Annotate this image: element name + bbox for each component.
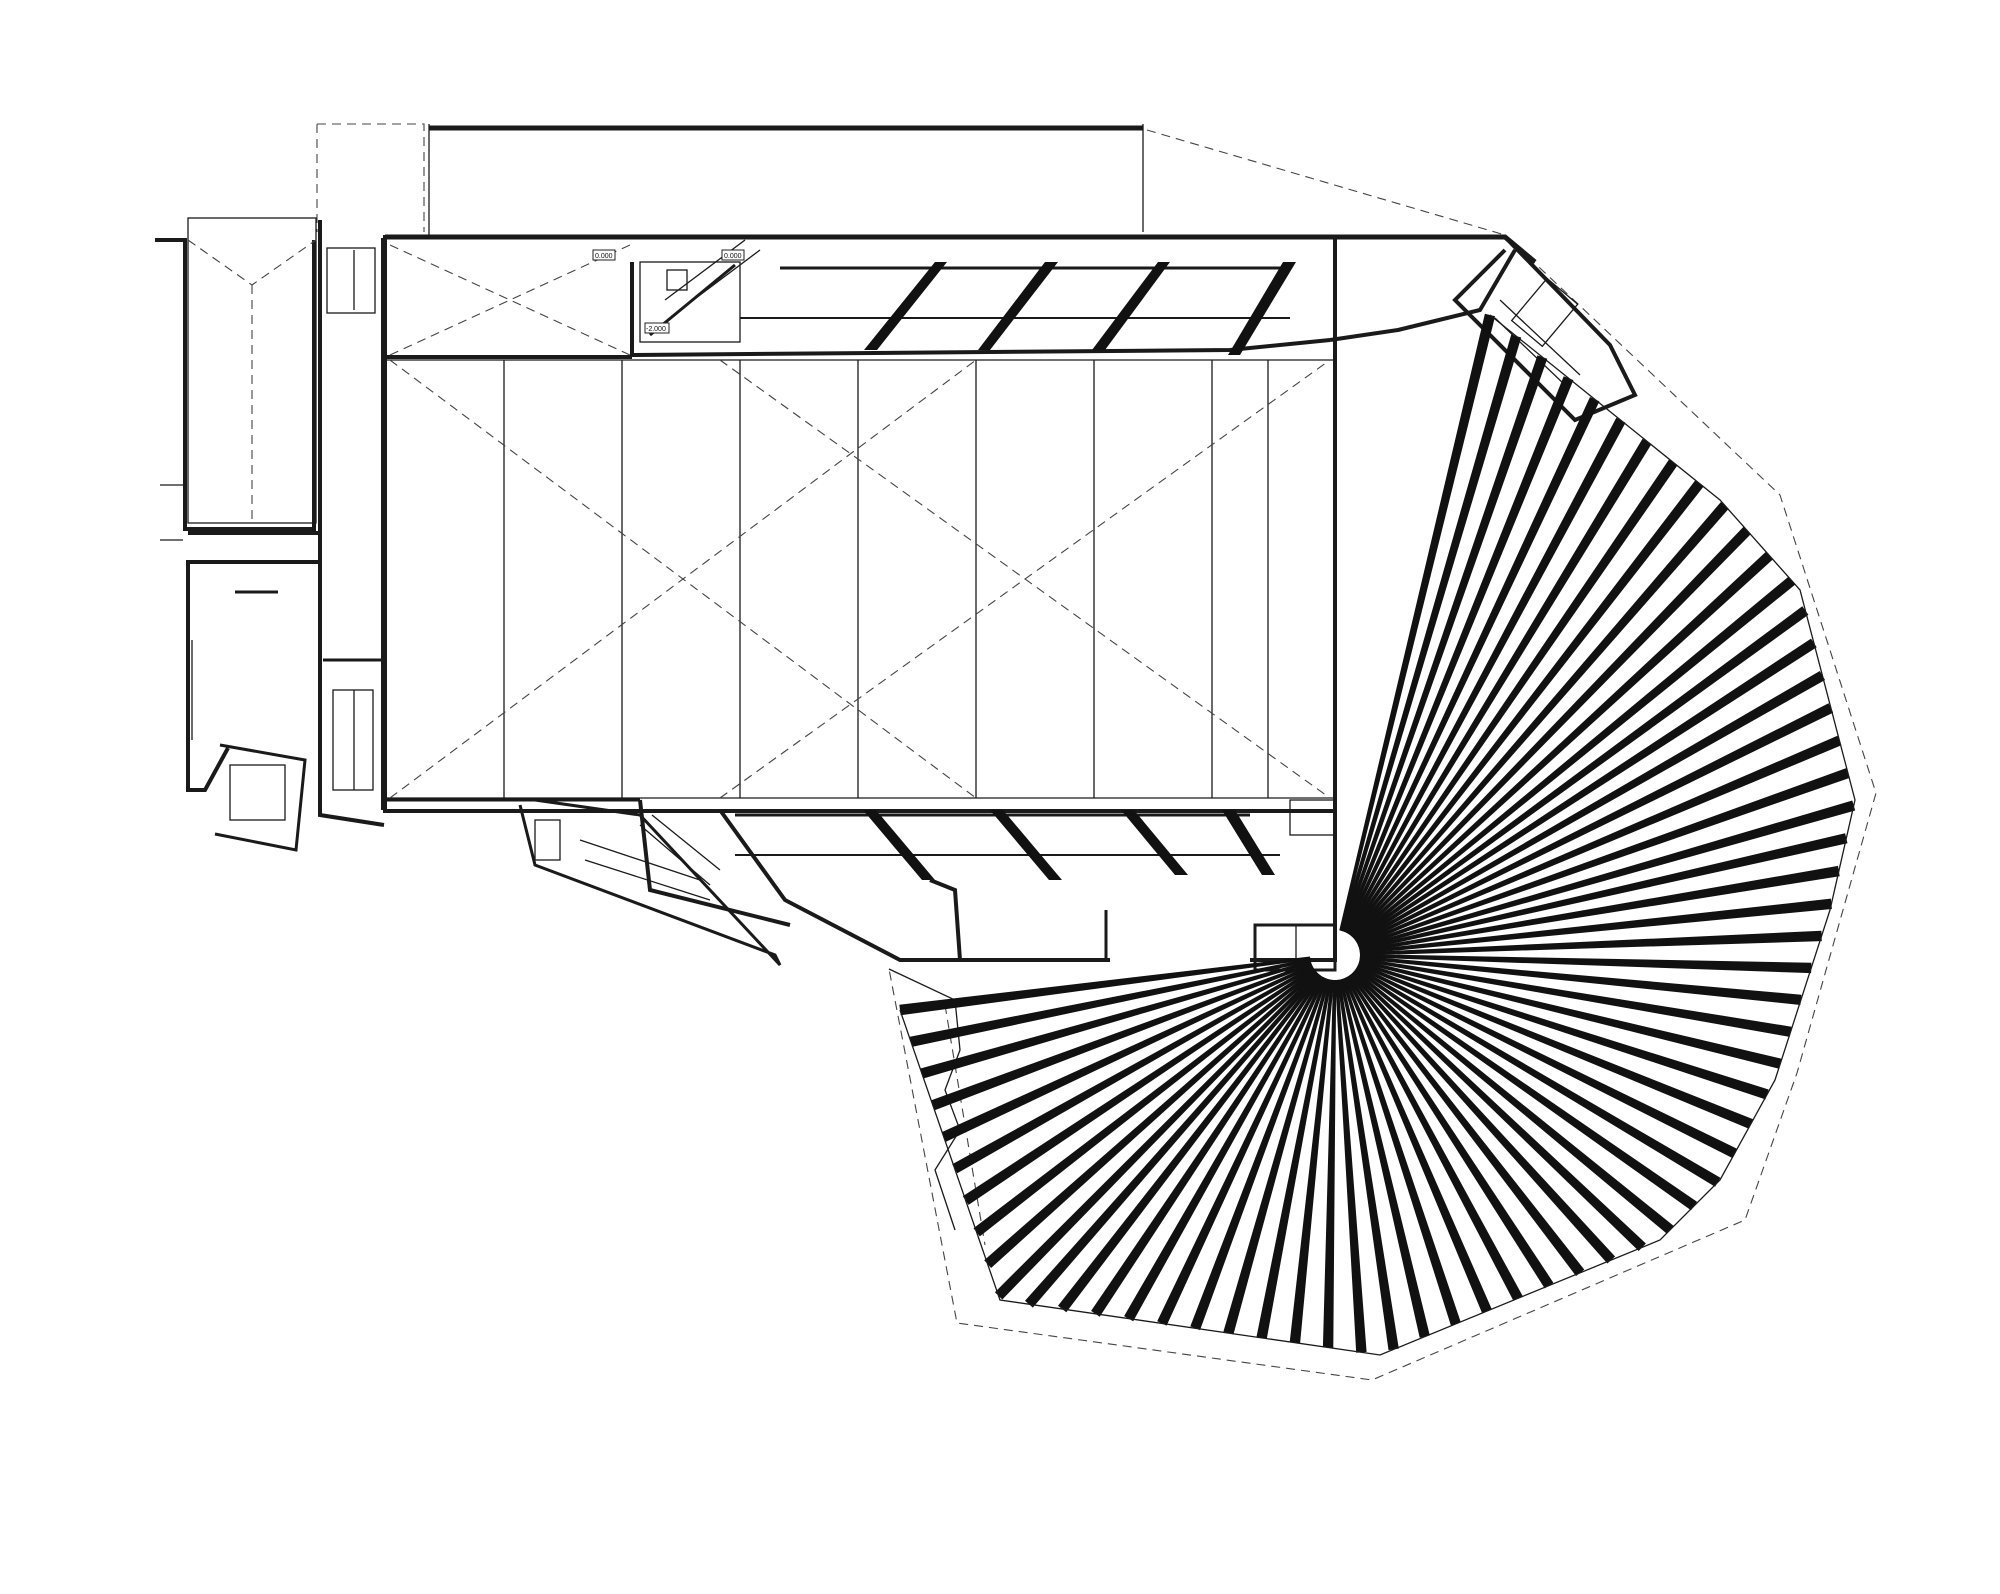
seating-fin xyxy=(973,969,1317,1237)
seating-fin xyxy=(1223,978,1330,1335)
level-labels: 0.000 0.000 -2.000 xyxy=(592,249,745,334)
seating-fin xyxy=(1351,526,1751,939)
seating-fin xyxy=(1355,966,1721,1187)
seating-fin xyxy=(1345,417,1626,934)
north-stair xyxy=(664,239,761,311)
seating-fin xyxy=(1358,768,1850,949)
seating-fin xyxy=(1289,979,1334,1344)
seating-fin xyxy=(1359,833,1848,951)
seating-fin xyxy=(1358,800,1856,950)
seating-fin xyxy=(1339,313,1496,932)
seating-fin xyxy=(1359,865,1840,953)
seating-fin xyxy=(1359,955,1802,1005)
north-service-band xyxy=(385,234,1537,358)
seating-fin xyxy=(962,967,1316,1205)
seating-fin xyxy=(899,956,1311,1016)
seating-fin xyxy=(1335,979,1367,1353)
seating-fin xyxy=(1356,703,1834,946)
seating-fin xyxy=(1359,954,1812,974)
seating-fin xyxy=(1342,376,1574,933)
seating-fin xyxy=(1355,671,1825,944)
level-label-b: 0.000 xyxy=(724,253,742,260)
seating-fin xyxy=(1124,976,1325,1322)
level-label-a: 0.000 xyxy=(595,253,613,260)
level-box-a xyxy=(592,249,616,261)
seating-fin xyxy=(1058,973,1321,1313)
seating-fin xyxy=(1339,979,1430,1338)
seating-fin xyxy=(1343,977,1492,1314)
west-circulation xyxy=(318,220,385,827)
seating-fin xyxy=(909,958,1311,1047)
seating-fin xyxy=(1346,438,1652,935)
seating-rim xyxy=(899,314,1856,1356)
seating-fin xyxy=(1341,355,1548,932)
seating-fin xyxy=(1349,973,1585,1276)
seating-fin xyxy=(1354,606,1809,942)
seating-fin xyxy=(1025,972,1320,1308)
site-outline xyxy=(316,123,1877,1381)
stage-node xyxy=(1253,799,1337,972)
seating-fin xyxy=(1353,969,1674,1234)
seating-fin xyxy=(1347,975,1554,1289)
hall-grid xyxy=(386,359,1333,799)
seating-fin xyxy=(1356,964,1737,1158)
south-service-band xyxy=(518,798,1337,967)
seating-fins xyxy=(899,313,1856,1356)
seating-fin xyxy=(1347,459,1678,936)
seating-fin xyxy=(1337,979,1399,1351)
seating-fin xyxy=(1357,962,1753,1129)
level-label-c: -2.000 xyxy=(646,326,666,333)
seating-fin xyxy=(1352,551,1773,940)
seating-fin xyxy=(1350,972,1616,1264)
seating-fin xyxy=(920,960,1312,1079)
seating-fin xyxy=(1357,735,1842,947)
seating-fin xyxy=(1353,576,1795,941)
seating-fin xyxy=(1358,961,1769,1100)
seating-fin xyxy=(941,964,1313,1142)
left-annex xyxy=(155,217,322,852)
seating-fin xyxy=(1350,502,1729,938)
seating-fin xyxy=(1358,959,1782,1069)
seating-fin xyxy=(1355,638,1817,943)
roof-diagonals xyxy=(389,244,1331,799)
main-hall xyxy=(383,235,1337,813)
seating-fin xyxy=(1190,977,1328,1331)
seating-fin xyxy=(1341,978,1461,1326)
seating-fin xyxy=(931,962,1313,1111)
north-canopy xyxy=(428,124,1144,235)
level-box-b xyxy=(721,249,745,261)
seating-fin xyxy=(1359,957,1792,1037)
seating-fin xyxy=(1344,397,1600,933)
level-box-c xyxy=(644,322,670,334)
seating-fin xyxy=(1352,971,1646,1251)
seating-fin xyxy=(1359,898,1832,954)
seating-fin xyxy=(1359,930,1822,956)
seating-fin xyxy=(1157,976,1326,1326)
seating-fin xyxy=(994,971,1319,1300)
seating-fin xyxy=(1354,968,1697,1211)
seating-fin xyxy=(1349,480,1704,937)
seating-fin xyxy=(952,965,1314,1174)
seating-fin xyxy=(1340,334,1522,932)
seating-fin xyxy=(1322,980,1337,1348)
seating-fin xyxy=(1091,974,1323,1317)
seating-fin xyxy=(1256,979,1332,1339)
seating-fin xyxy=(1345,976,1523,1301)
seating-fin xyxy=(984,970,1318,1268)
